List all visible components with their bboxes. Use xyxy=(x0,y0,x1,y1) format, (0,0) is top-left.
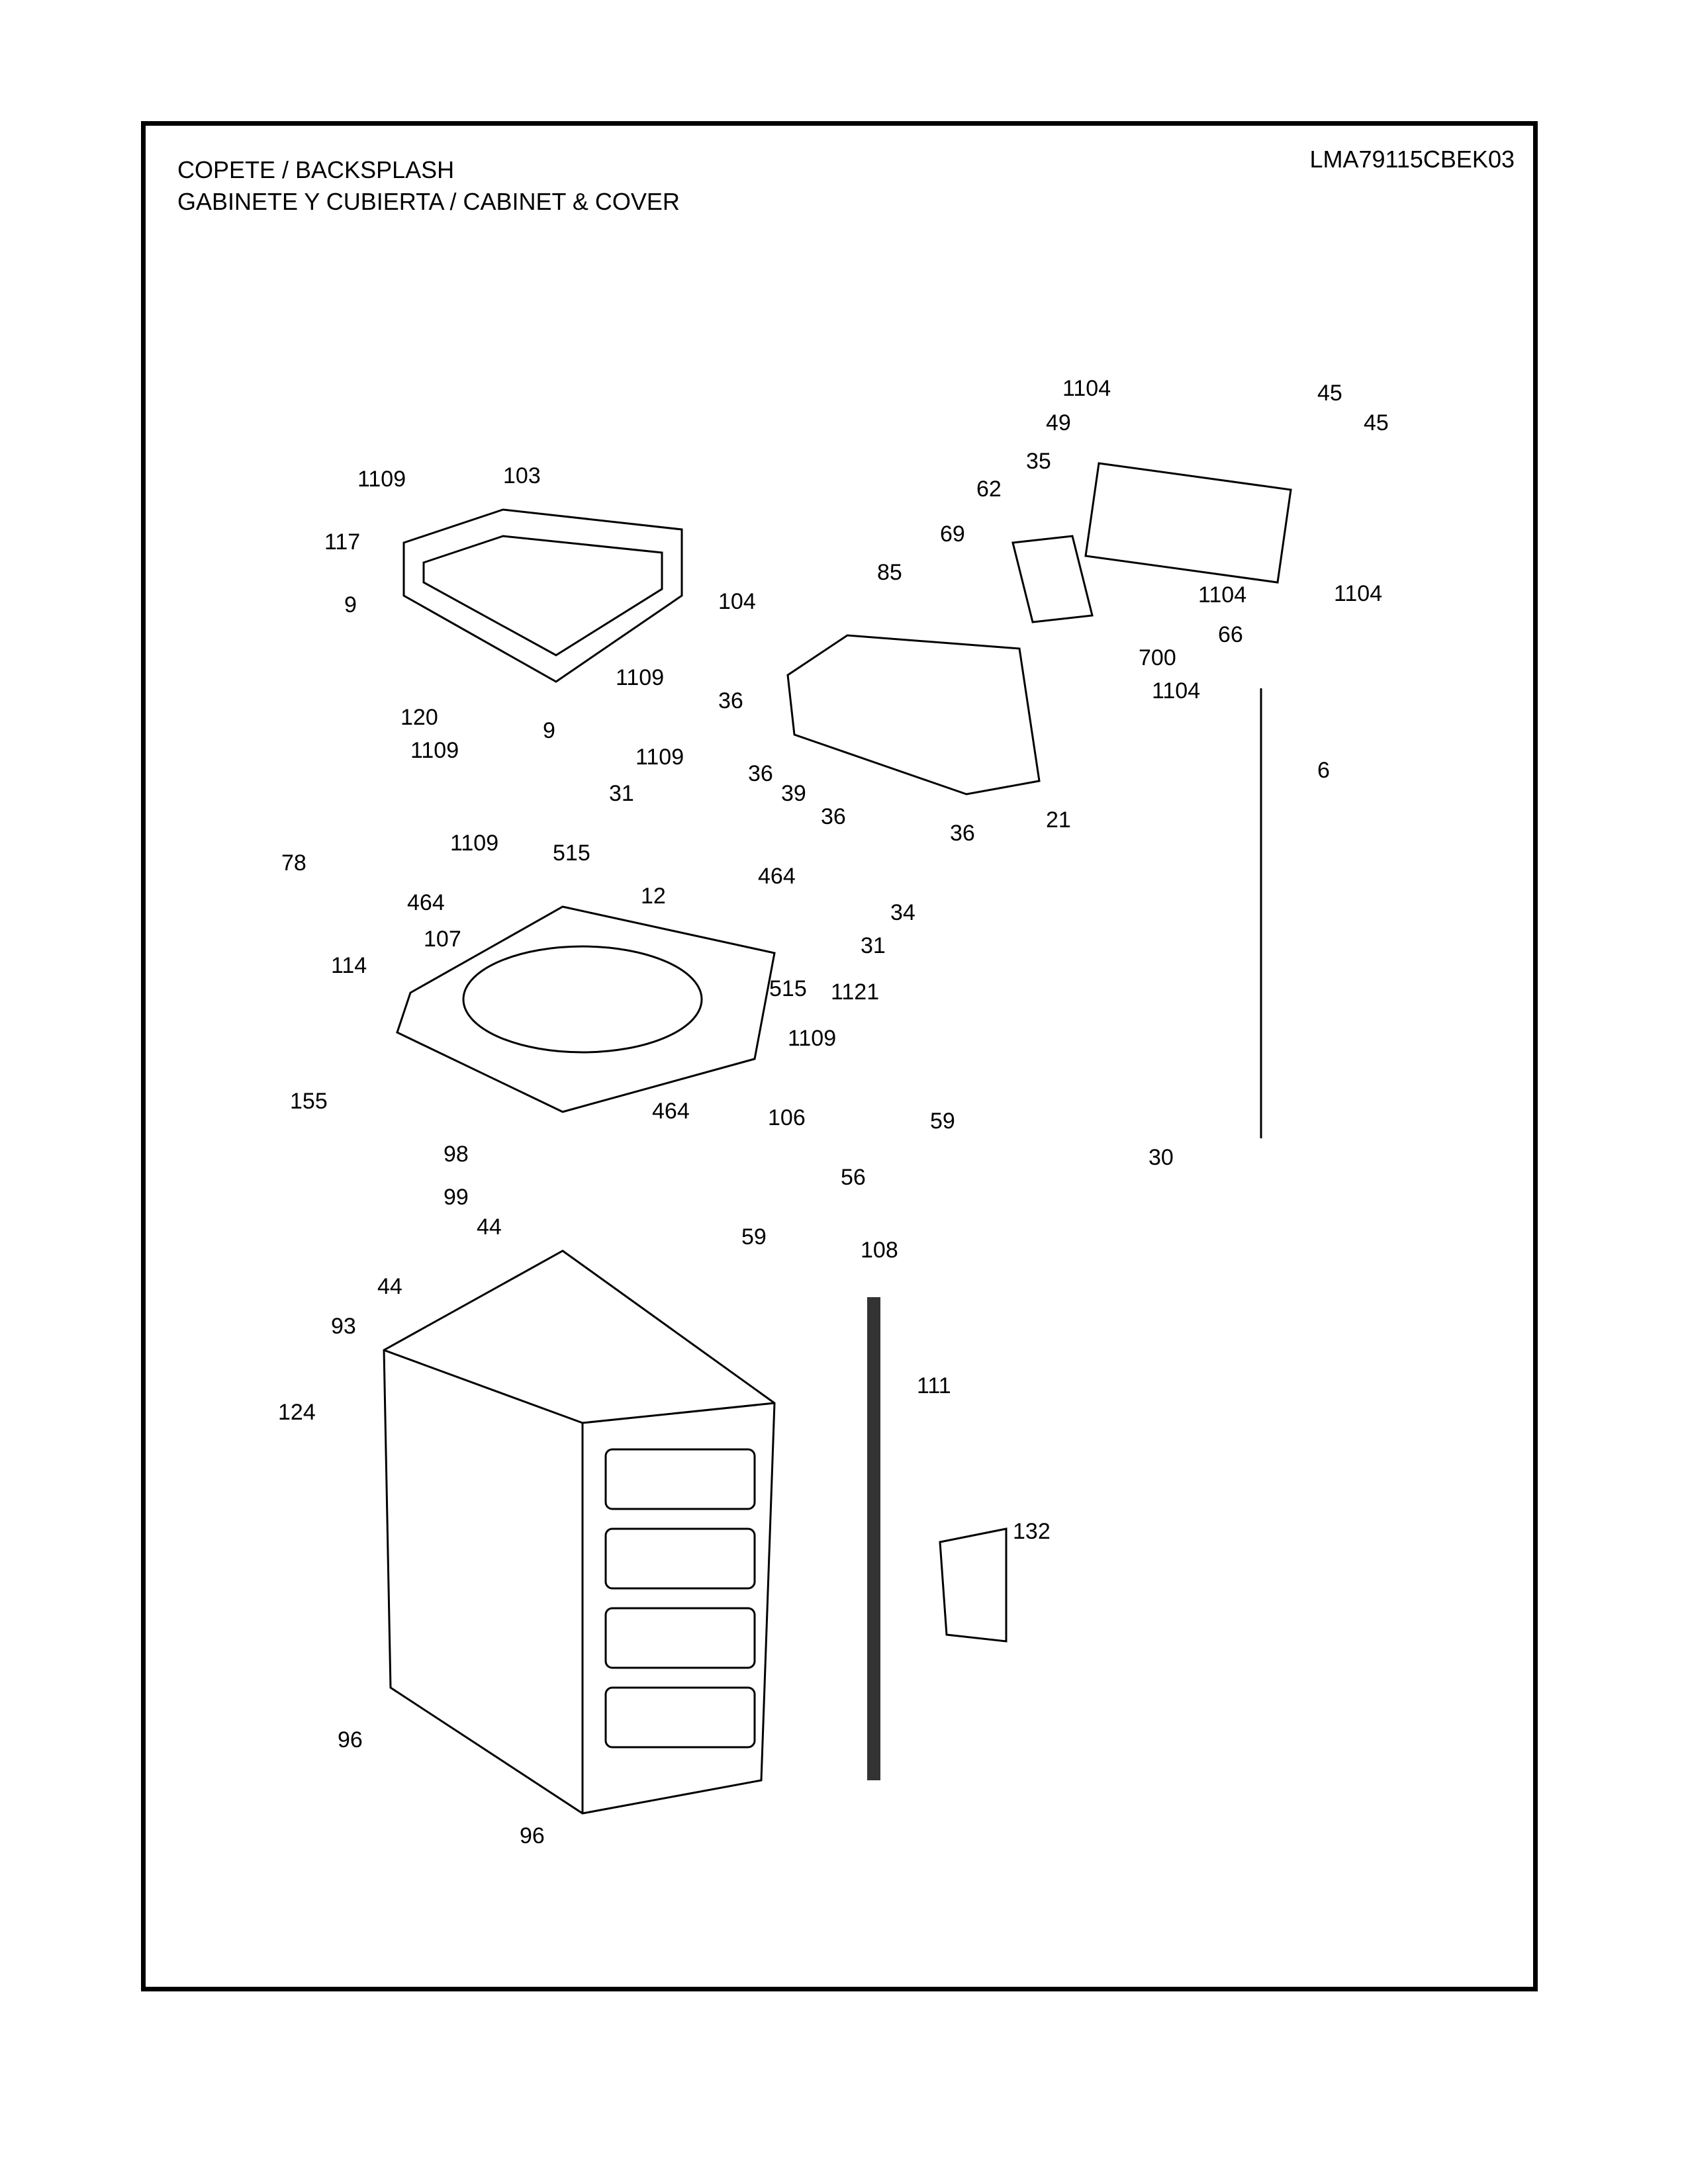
svg-text:36: 36 xyxy=(950,821,975,846)
svg-text:9: 9 xyxy=(543,718,555,743)
part-93-cabinet xyxy=(383,1250,776,1815)
svg-text:103: 103 xyxy=(503,463,541,488)
svg-text:1109: 1109 xyxy=(357,467,406,492)
svg-text:107: 107 xyxy=(424,927,461,952)
part-114-top-cover xyxy=(396,905,776,1113)
svg-text:98: 98 xyxy=(444,1142,469,1167)
svg-text:700: 700 xyxy=(1139,645,1176,670)
svg-text:1109: 1109 xyxy=(788,1026,836,1051)
part-21-console xyxy=(786,634,1041,796)
svg-text:106: 106 xyxy=(768,1105,806,1130)
svg-text:6: 6 xyxy=(1317,758,1330,783)
svg-text:49: 49 xyxy=(1046,410,1071,435)
title-line-2: GABINETE Y CUBIERTA / CABINET & COVER xyxy=(177,188,680,215)
svg-text:21: 21 xyxy=(1046,807,1071,833)
svg-text:31: 31 xyxy=(861,933,886,958)
svg-text:1109: 1109 xyxy=(410,738,459,763)
svg-text:1104: 1104 xyxy=(1152,678,1200,704)
svg-text:464: 464 xyxy=(407,890,445,915)
part-69-board xyxy=(1011,535,1094,623)
svg-text:108: 108 xyxy=(861,1238,898,1263)
svg-text:464: 464 xyxy=(758,864,796,889)
svg-text:78: 78 xyxy=(281,850,306,876)
svg-text:96: 96 xyxy=(520,1823,545,1848)
svg-text:1121: 1121 xyxy=(831,979,879,1005)
svg-text:1104: 1104 xyxy=(1062,376,1111,401)
svg-text:66: 66 xyxy=(1218,622,1243,647)
part-132-manual xyxy=(939,1527,1008,1643)
svg-text:1104: 1104 xyxy=(1198,582,1246,608)
svg-text:464: 464 xyxy=(652,1099,690,1124)
svg-text:30: 30 xyxy=(1149,1145,1174,1170)
title-line-1: COPETE / BACKSPLASH xyxy=(177,156,455,183)
diagram-frame xyxy=(141,121,1538,1991)
svg-text:120: 120 xyxy=(400,705,438,730)
svg-text:117: 117 xyxy=(324,529,360,555)
svg-text:93: 93 xyxy=(331,1314,356,1339)
svg-text:1109: 1109 xyxy=(616,665,664,690)
svg-text:1104: 1104 xyxy=(1334,581,1382,606)
svg-text:85: 85 xyxy=(877,560,902,585)
svg-text:12: 12 xyxy=(641,884,666,909)
model-number: LMA79115CBEK03 xyxy=(1309,146,1515,173)
svg-text:132: 132 xyxy=(1013,1519,1051,1544)
svg-text:1109: 1109 xyxy=(635,745,684,770)
part-49-panel xyxy=(1084,462,1292,584)
svg-text:56: 56 xyxy=(841,1165,866,1190)
svg-text:36: 36 xyxy=(748,761,773,786)
svg-text:45: 45 xyxy=(1317,381,1342,406)
svg-text:9: 9 xyxy=(344,592,357,617)
svg-text:114: 114 xyxy=(331,953,367,978)
part-117-lid xyxy=(402,508,683,683)
svg-text:39: 39 xyxy=(781,781,806,806)
svg-text:155: 155 xyxy=(290,1089,328,1114)
svg-text:124: 124 xyxy=(278,1400,316,1425)
svg-text:59: 59 xyxy=(930,1109,955,1134)
svg-text:59: 59 xyxy=(741,1224,767,1250)
svg-text:515: 515 xyxy=(769,976,807,1001)
svg-text:62: 62 xyxy=(976,477,1002,502)
svg-text:96: 96 xyxy=(338,1727,363,1752)
svg-text:99: 99 xyxy=(444,1185,469,1210)
svg-text:69: 69 xyxy=(940,522,965,547)
svg-text:45: 45 xyxy=(1364,410,1389,435)
svg-text:44: 44 xyxy=(377,1274,402,1299)
svg-text:36: 36 xyxy=(718,688,743,713)
svg-text:44: 44 xyxy=(477,1214,502,1240)
svg-text:111: 111 xyxy=(917,1373,951,1398)
svg-text:515: 515 xyxy=(553,841,590,866)
svg-text:104: 104 xyxy=(718,589,756,614)
svg-text:35: 35 xyxy=(1026,449,1051,474)
svg-text:31: 31 xyxy=(609,781,634,806)
svg-text:34: 34 xyxy=(890,900,915,925)
svg-text:36: 36 xyxy=(821,804,846,829)
svg-text:1109: 1109 xyxy=(450,831,498,856)
